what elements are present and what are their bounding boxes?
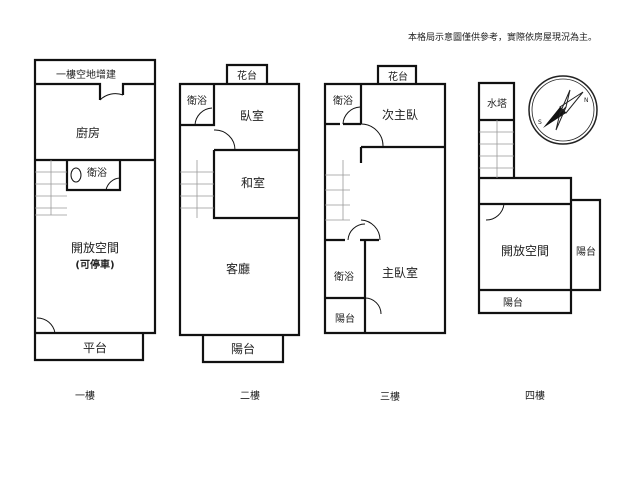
compass-icon: N S bbox=[528, 75, 598, 145]
room-label: 次主臥 bbox=[382, 108, 418, 122]
room-label: 陽台 bbox=[231, 341, 255, 356]
floor-2-plan: 衛浴 花台 臥室 和室 客廳 陽台 二樓 bbox=[178, 63, 301, 402]
room-label: 臥室 bbox=[240, 108, 264, 123]
room-label: 陽台 bbox=[576, 245, 596, 258]
room-label: 廚房 bbox=[76, 125, 100, 140]
room-label: 客廳 bbox=[226, 261, 250, 276]
room-label: 主臥室 bbox=[382, 265, 418, 280]
floor-label: 一樓 bbox=[75, 389, 95, 402]
room-label: 花台 bbox=[237, 69, 257, 82]
room-label: 花台 bbox=[388, 70, 408, 83]
room-label: 衛浴 bbox=[187, 94, 207, 107]
room-label: (可停車) bbox=[75, 258, 114, 271]
room-label: 開放空間 bbox=[71, 240, 119, 255]
compass-north: N bbox=[584, 97, 589, 104]
floor-3-plan: 衛浴 花台 次主臥 衛浴 主臥室 陽台 三樓 bbox=[323, 64, 447, 403]
room-label: 衛浴 bbox=[87, 166, 107, 179]
floor-1-plan: 一樓空地增建 廚房 衛浴 開放空間 (可停車) 平台 一樓 bbox=[33, 58, 157, 402]
room-label: 陽台 bbox=[335, 312, 355, 325]
floor-label: 四樓 bbox=[525, 389, 545, 402]
room-label: 開放空間 bbox=[501, 243, 549, 258]
room-label: 衛浴 bbox=[334, 270, 354, 283]
staircase bbox=[35, 160, 67, 216]
room-label: 水塔 bbox=[487, 97, 507, 110]
room-label: 平台 bbox=[83, 340, 107, 355]
room-label: 衛浴 bbox=[333, 94, 353, 107]
room-label: 和室 bbox=[241, 175, 265, 190]
room-label: 一樓空地增建 bbox=[56, 68, 116, 81]
floor-label: 二樓 bbox=[240, 389, 260, 402]
toilet-icon bbox=[70, 167, 82, 183]
room-label: 陽台 bbox=[503, 296, 523, 309]
compass-south: S bbox=[538, 119, 542, 126]
floor-label: 三樓 bbox=[380, 390, 400, 403]
disclaimer-note: 本格局示意圖僅供參考，實際依房屋現況為主。 bbox=[408, 31, 597, 43]
floor-4-plan: 水塔 開放空間 陽台 陽台 四樓 bbox=[477, 81, 602, 402]
